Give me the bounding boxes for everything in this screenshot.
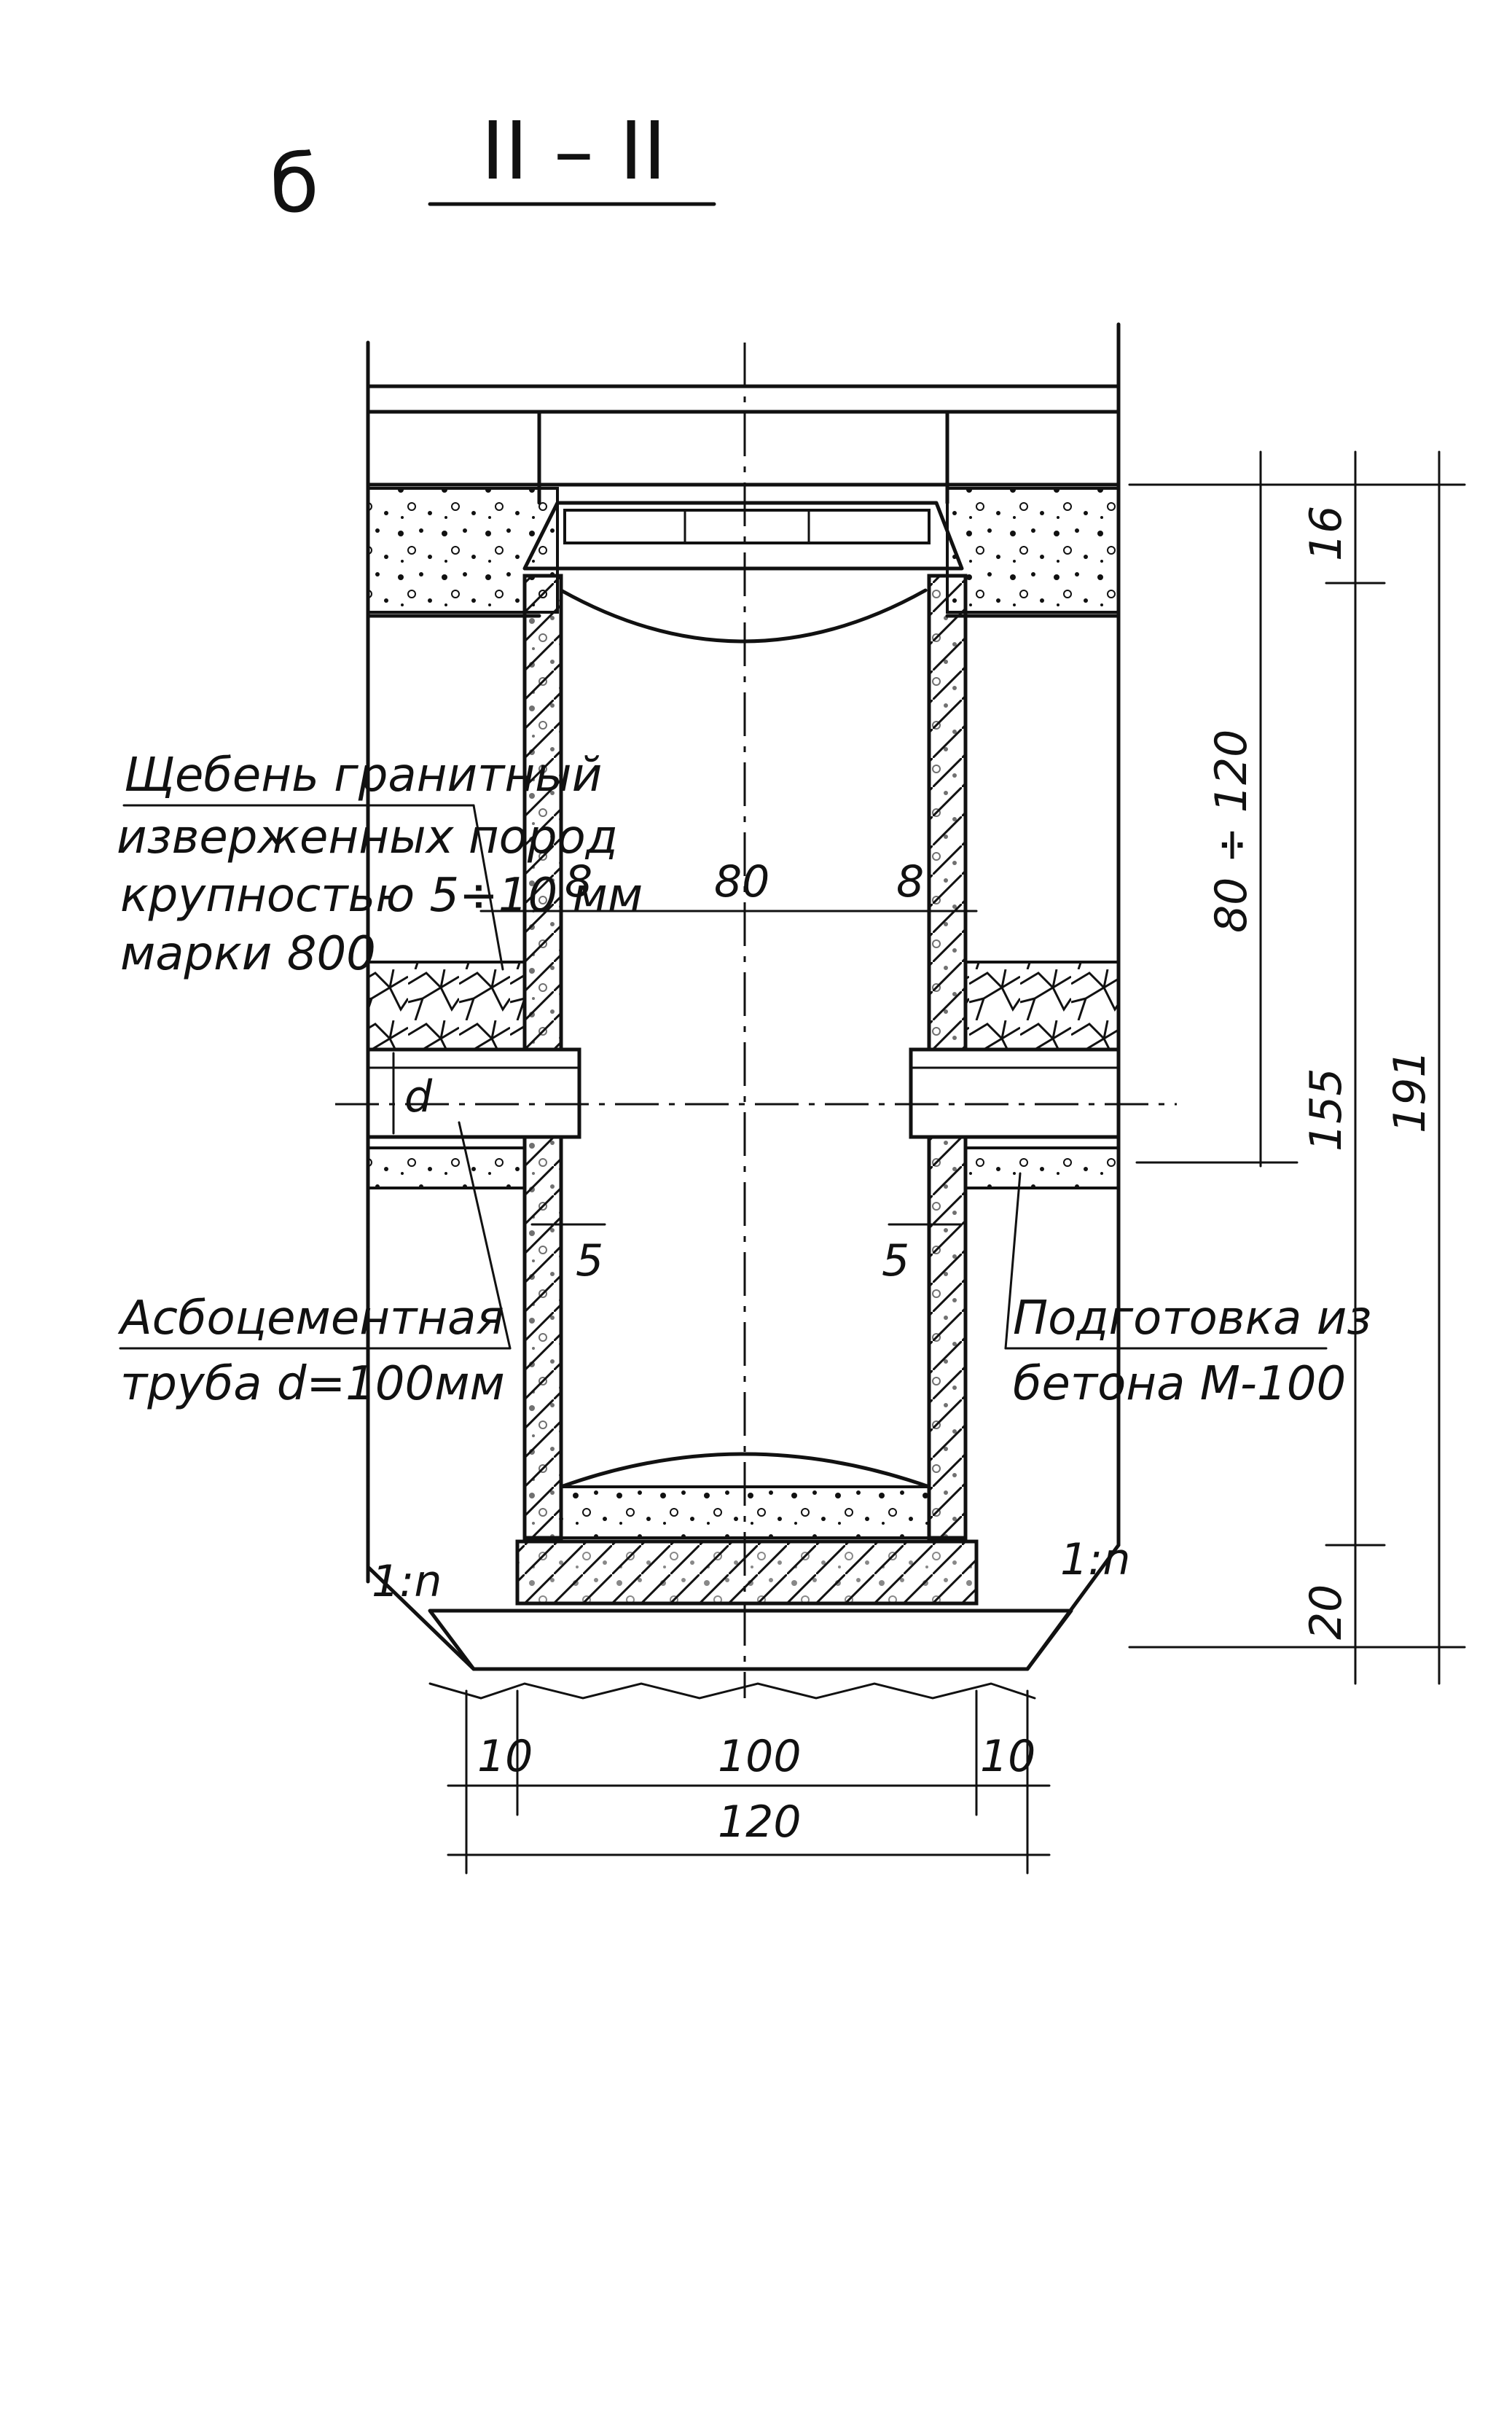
dim-inner: 80 xyxy=(714,856,769,907)
title-block: б II – II xyxy=(270,104,716,230)
dim-gap-right: 5 xyxy=(882,1235,909,1286)
dim-vertical: 16 80 ÷ 120 155 191 20 xyxy=(1128,450,1466,1685)
dim-depth-range: 80 ÷ 120 xyxy=(1206,730,1257,933)
drain-pipes xyxy=(335,1047,1177,1139)
gravel-backfill xyxy=(367,961,1120,1051)
slope-right-label: 1:n xyxy=(1060,1534,1130,1585)
dim-wall-left: 8 xyxy=(565,856,592,907)
excavation-slopes: 1:n 1:n xyxy=(366,1534,1130,1671)
dim-base-20: 20 xyxy=(1301,1584,1352,1640)
dim-bottom-total: 120 xyxy=(718,1797,802,1848)
dim-wall-right: 8 xyxy=(896,856,924,907)
dim-gap-left: 5 xyxy=(576,1235,603,1286)
dim-bottom-left: 10 xyxy=(477,1731,533,1782)
dim-depth-191: 191 xyxy=(1384,1050,1435,1133)
dim-depth-155: 155 xyxy=(1301,1068,1352,1152)
dim-gaps: 5 5 xyxy=(530,1223,963,1286)
gravel-label-1: Щебень гранитный xyxy=(124,749,602,802)
base-label-1: Подготовка из xyxy=(1013,1291,1371,1345)
slope-left-label: 1:n xyxy=(372,1556,442,1607)
pipe-bedding xyxy=(367,1146,1120,1189)
gravel-label-3: крупностью 5÷10 мм xyxy=(120,869,643,923)
section-title: II – II xyxy=(481,104,667,198)
sheet-letter: б xyxy=(270,137,319,230)
dim-bottom-right: 10 xyxy=(980,1731,1035,1782)
dim-bottom: 10 100 10 120 xyxy=(447,1689,1051,1875)
pipe-d-label: d xyxy=(404,1071,433,1122)
pipe-label-1: Асбоцементная xyxy=(117,1291,504,1345)
callout-pipe: Асбоцементная труба d=100мм d xyxy=(117,1071,512,1411)
gravel-label-2: изверженных пород xyxy=(117,810,618,864)
pipe-label-2: труба d=100мм xyxy=(120,1357,505,1411)
road-pavement xyxy=(366,384,1121,618)
gravel-label-4: марки 800 xyxy=(120,927,376,981)
dim-top-layer: 16 xyxy=(1301,506,1352,561)
base-label-2: бетона М-100 xyxy=(1013,1357,1346,1411)
dim-bottom-mid: 100 xyxy=(718,1731,802,1782)
dim-inner-width: 8 80 8 xyxy=(479,856,978,931)
manhole-hatch xyxy=(522,410,964,644)
callout-gravel: Щебень гранитный изверженных пород крупн… xyxy=(117,749,643,981)
callout-base: Подготовка из бетона М-100 xyxy=(1004,1172,1371,1411)
